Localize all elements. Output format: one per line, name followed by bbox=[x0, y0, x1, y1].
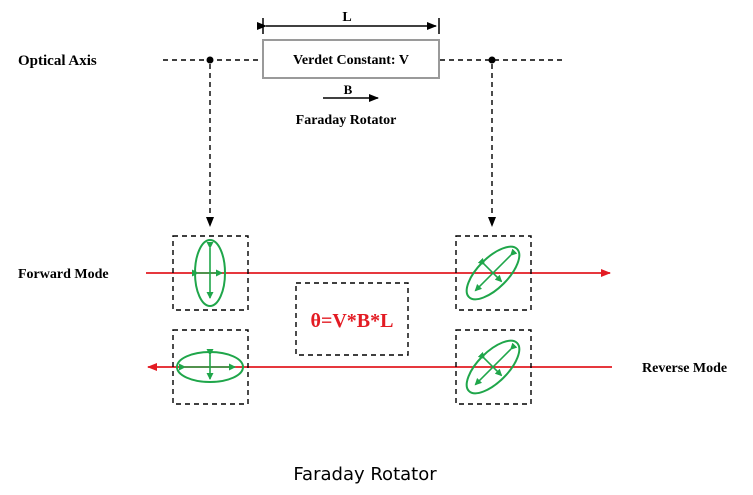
forward-mode-label: Forward Mode bbox=[18, 267, 109, 282]
axis-point-right bbox=[488, 56, 496, 64]
field-symbol: B bbox=[344, 82, 353, 97]
figure-caption: Faraday Rotator bbox=[293, 464, 437, 485]
rotator-box bbox=[262, 39, 440, 79]
axis-point-left bbox=[206, 56, 214, 64]
polarization-ellipse-horizontal bbox=[176, 349, 244, 383]
polarization-box-forward-output bbox=[455, 235, 532, 311]
formula-box bbox=[295, 282, 409, 356]
length-symbol: L bbox=[342, 10, 351, 25]
polarization-ellipse-rotated-forward bbox=[465, 245, 521, 301]
rotator-box-label: Verdet Constant: V bbox=[293, 53, 409, 68]
polarization-box-forward-input bbox=[172, 235, 249, 311]
polarization-ellipse-rotated-reverse bbox=[465, 339, 521, 395]
polarization-ellipse-vertical bbox=[192, 239, 226, 307]
polarization-box-reverse-input bbox=[455, 329, 532, 405]
reverse-mode-label: Reverse Mode bbox=[642, 361, 727, 376]
optical-axis-label: Optical Axis bbox=[18, 53, 97, 69]
polarization-box-reverse-output bbox=[172, 329, 249, 405]
rotator-name-label: Faraday Rotator bbox=[296, 113, 397, 128]
rotation-formula: θ=V*B*L bbox=[311, 310, 394, 332]
